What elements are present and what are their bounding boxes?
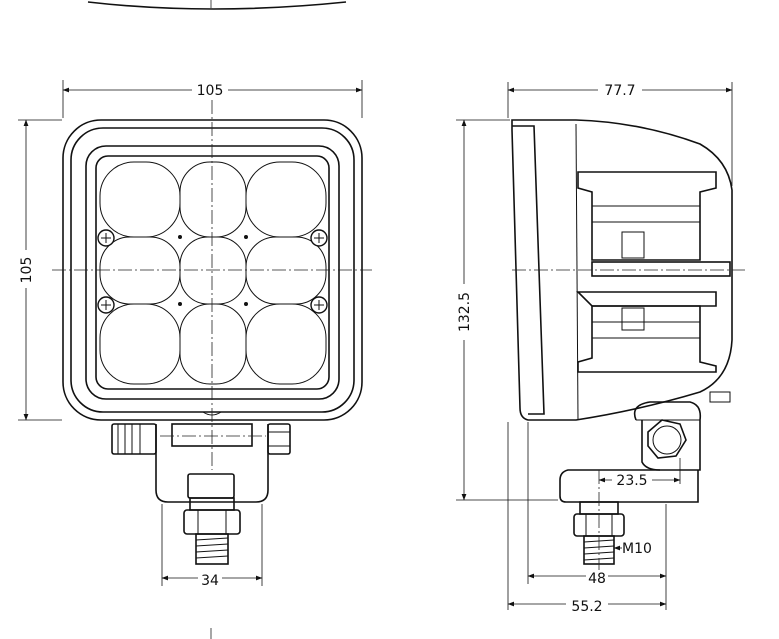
dim-base-inner: 48 <box>588 571 606 587</box>
side-cooling-fins <box>576 171 731 403</box>
reflector-cell <box>99 236 181 305</box>
dim-base-outer: 55.2 <box>571 599 602 615</box>
dim-thread: M10 <box>622 541 652 557</box>
top-partial-arc <box>87 1 347 10</box>
screw-icon <box>310 296 328 314</box>
reflector-cell <box>245 303 327 385</box>
reflector-cell <box>99 161 181 238</box>
dim-front-height: 105 <box>19 257 35 284</box>
cell-node <box>178 302 182 306</box>
side-tab <box>709 391 731 403</box>
front-mount-bracket <box>111 423 291 565</box>
reflector-cell <box>99 303 181 385</box>
screw-icon <box>310 229 328 247</box>
screw-icon <box>97 229 115 247</box>
front-lens-frame <box>95 155 330 390</box>
reflector-cells <box>99 161 327 385</box>
dim-mount-offset: 23.5 <box>616 473 647 489</box>
reflector-cell <box>245 161 327 238</box>
reflector-cell <box>179 303 247 385</box>
cell-node <box>244 302 248 306</box>
reflector-cell <box>245 236 327 305</box>
dim-overall-height: 132.5 <box>457 292 473 332</box>
front-bezel <box>85 145 340 400</box>
dim-front-width: 105 <box>197 83 224 99</box>
side-rib-line <box>575 123 579 421</box>
cell-node <box>244 235 248 239</box>
dim-side-depth: 77.7 <box>604 83 635 99</box>
screw-icon <box>97 296 115 314</box>
dim-bracket-width: 34 <box>201 573 219 589</box>
side-view: 77.7 132.5 23.5 M10 48 55.2 <box>456 82 745 615</box>
hex-bolt-icon <box>647 419 687 459</box>
reflector-cell <box>179 236 247 305</box>
cell-node <box>178 235 182 239</box>
side-housing-outline <box>511 119 733 421</box>
reflector-cell <box>179 161 247 238</box>
front-view: 105 105 34 <box>18 80 372 589</box>
